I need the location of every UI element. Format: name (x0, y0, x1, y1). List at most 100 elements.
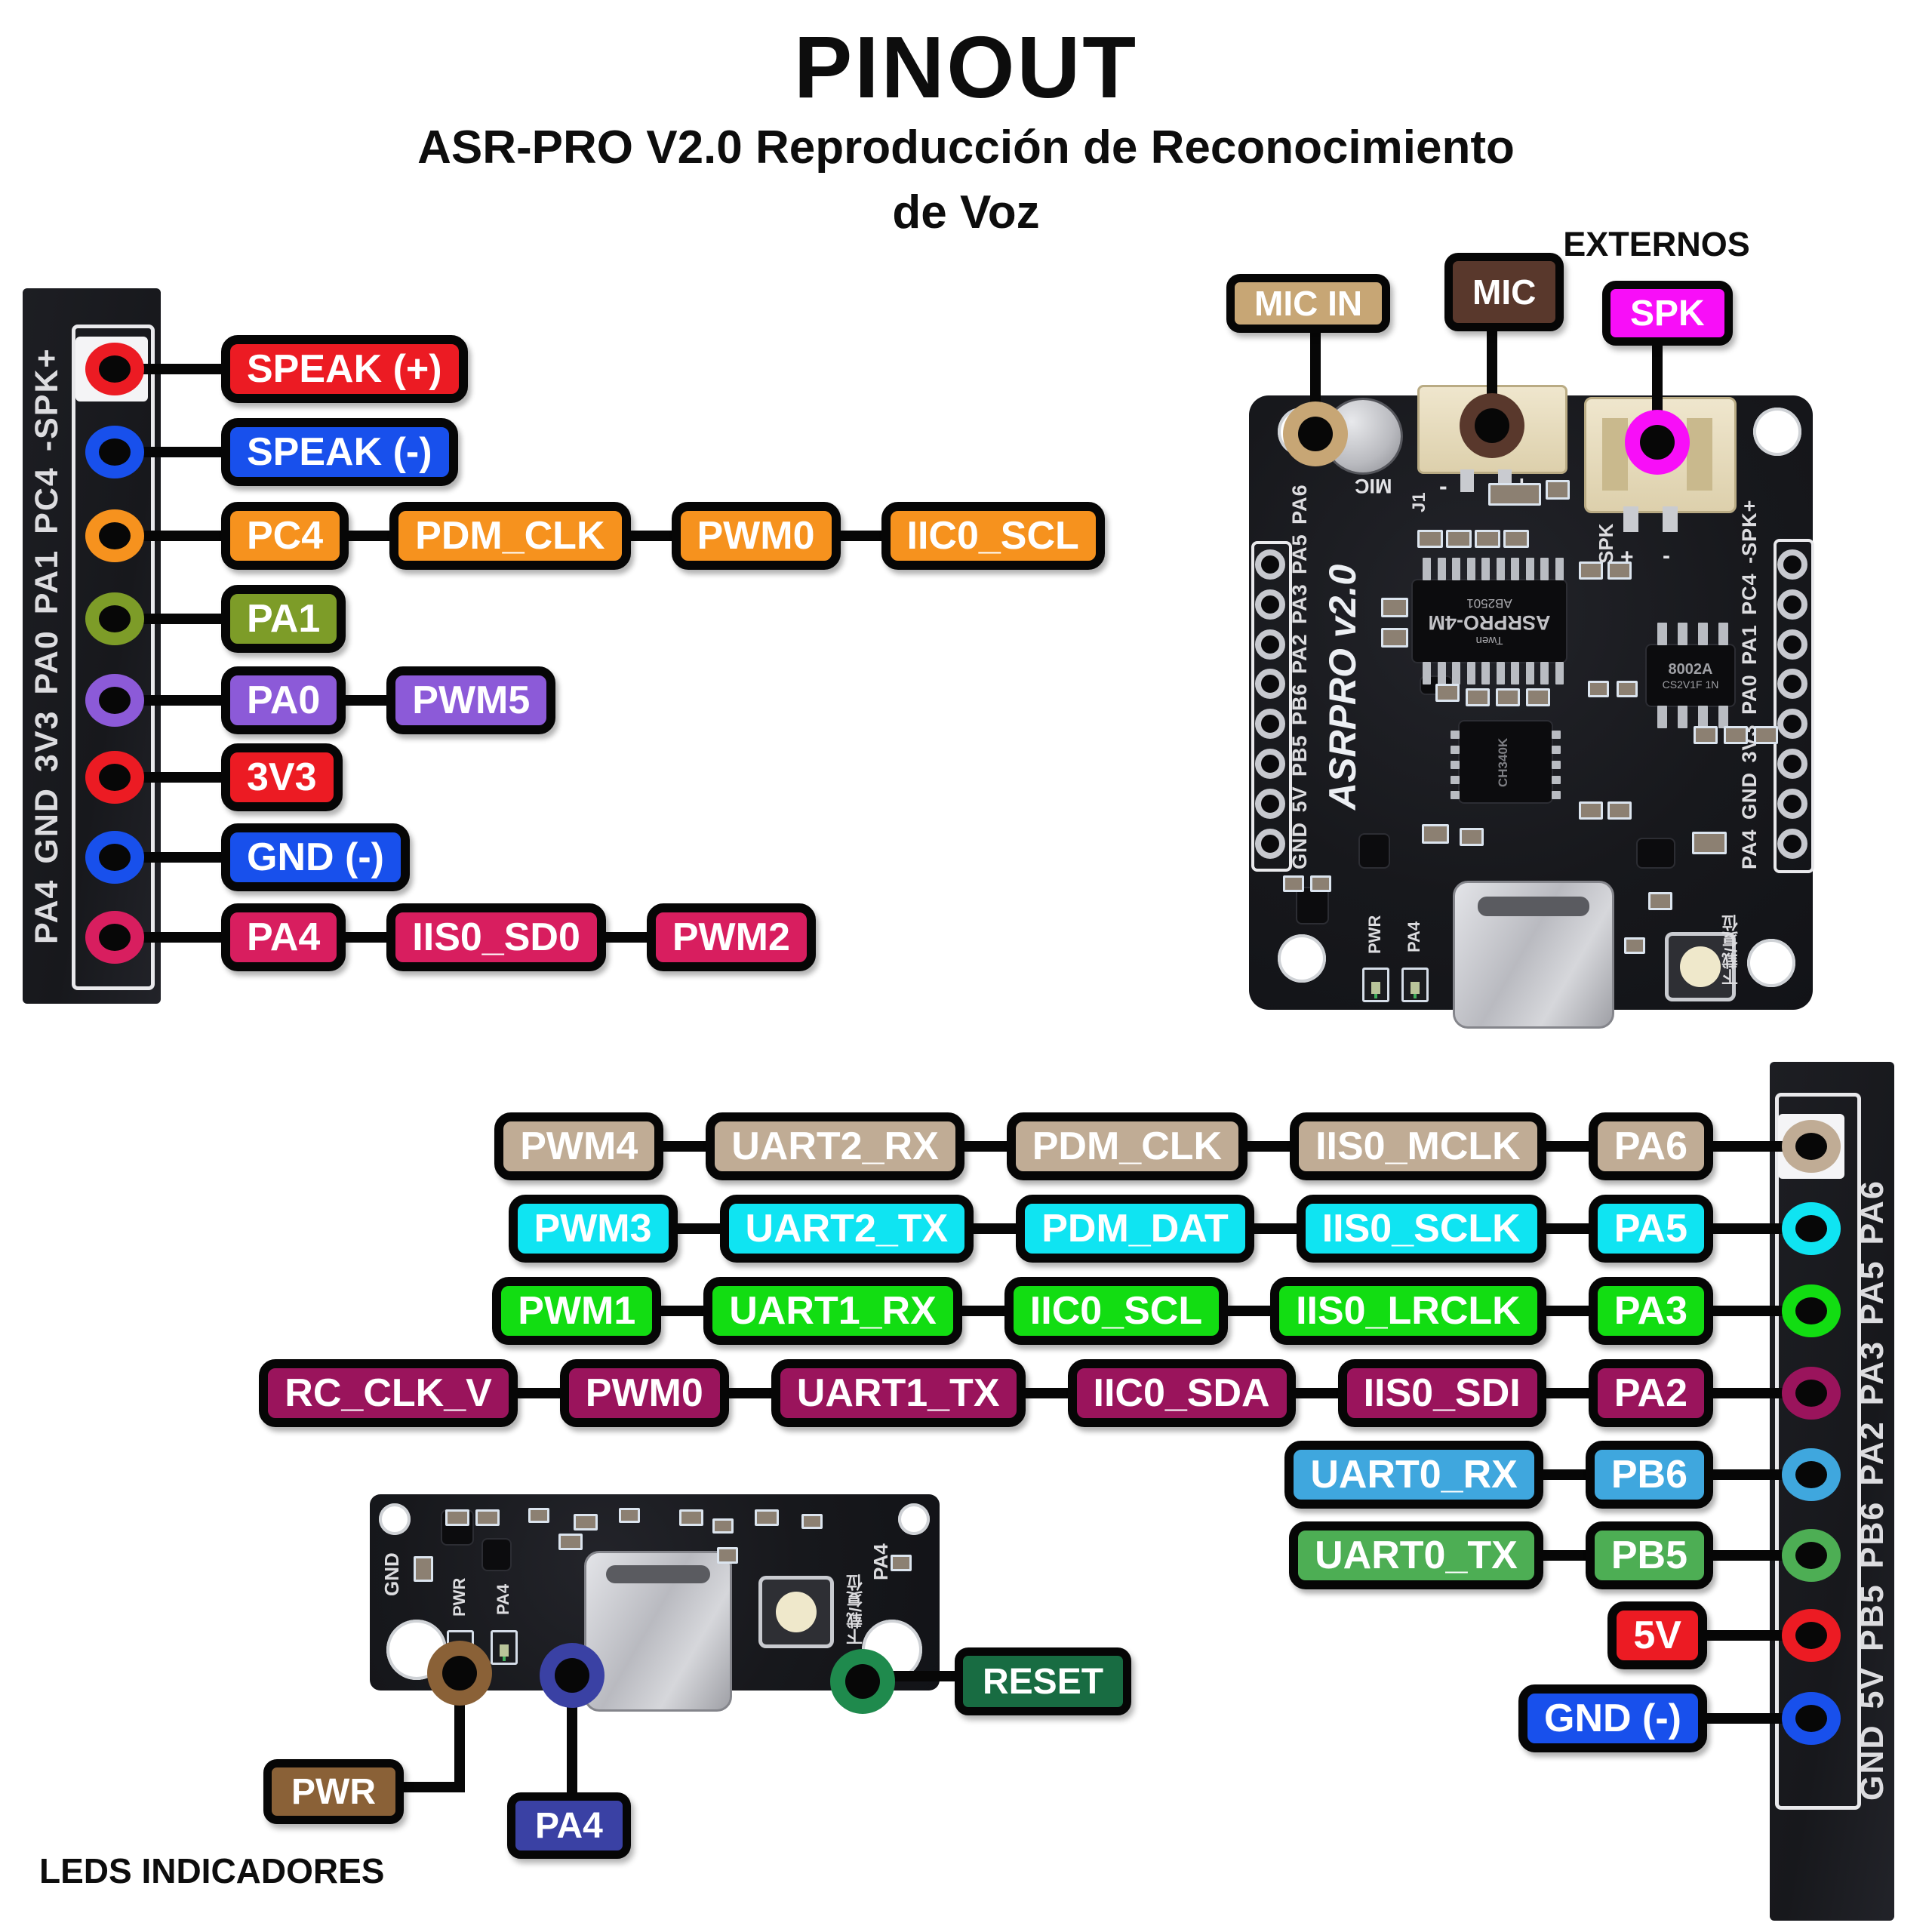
pin-label-PA1: PA1 (221, 585, 346, 653)
pin-label-PB5: PB5 (1585, 1521, 1713, 1589)
mic-silkscreen: MIC (1355, 475, 1392, 497)
left-header-row-6: 3V3 (115, 743, 343, 811)
board-left-pin-hole (1255, 549, 1285, 580)
chip-pin (1657, 706, 1667, 728)
connector-line (346, 695, 387, 706)
board-right-pin-hole (1777, 629, 1807, 660)
smd-component (1283, 875, 1304, 892)
connector-line (1546, 1388, 1589, 1398)
chip-pin (1698, 706, 1708, 728)
chip-pin (1678, 706, 1687, 728)
smd-component (1381, 628, 1408, 648)
smd-component (1579, 561, 1603, 580)
board-left-pin-hole (1255, 788, 1285, 819)
reset-point (830, 1649, 895, 1714)
pin-label-IIS0-SDI: IIS0_SDI (1337, 1359, 1546, 1427)
mic-in-label: MIC IN (1226, 274, 1391, 333)
pin-label-PWM1: PWM1 (492, 1277, 662, 1345)
chip-model-text: ASRPRO-4M (1428, 611, 1551, 634)
chip-pin (1678, 623, 1687, 645)
smd-component (528, 1508, 549, 1523)
pin-label-PWM3: PWM3 (508, 1195, 678, 1263)
connector-line (728, 1388, 771, 1398)
right-pin-1-dot (1782, 1120, 1841, 1173)
pin-label-UART0-TX: UART0_TX (1289, 1521, 1543, 1589)
smd-component (1496, 688, 1520, 706)
pin-label-IIC0-SDA: IIC0_SDA (1067, 1359, 1296, 1427)
reset-silkscreen: 下载/复位 (846, 1574, 865, 1646)
reset-button[interactable] (1665, 932, 1736, 1001)
pin-label-GND---: GND (-) (221, 823, 410, 891)
chip-pin (1552, 776, 1561, 784)
spk-point (1625, 410, 1690, 475)
connector-line (964, 1141, 1007, 1152)
abs: Twen ASRPRO-4M AB2501 (1413, 580, 1566, 662)
pa4-label: PA4 (507, 1792, 631, 1859)
board-left-pin-hole (1255, 669, 1285, 700)
pin-label-3V3: 3V3 (221, 743, 343, 811)
smd-component (414, 1556, 433, 1582)
spk-connector-slot (1602, 418, 1628, 491)
pa4-led-silkscreen: PA4 (494, 1583, 512, 1615)
mount-hole (1753, 408, 1801, 456)
chip-pin (1525, 662, 1534, 685)
spk-connector-slot (1687, 418, 1712, 491)
smd-component (1607, 801, 1632, 820)
right-pin-5-dot (1782, 1448, 1841, 1501)
chip-pin (1437, 662, 1446, 685)
pin-label-PB6: PB6 (1585, 1441, 1713, 1509)
chip-pin (1496, 558, 1505, 580)
smd-component (1310, 875, 1331, 892)
board-right-pin-hole (1777, 669, 1807, 700)
connector-line (961, 1306, 1004, 1316)
connector-line (677, 1223, 720, 1234)
chip-pin (1451, 776, 1460, 784)
chip-pin (1698, 623, 1708, 645)
chip-pin (1451, 731, 1460, 739)
left-header-row-1: SPEAK (+) (115, 335, 468, 403)
usb-chip-text: CH340K (1496, 737, 1510, 787)
amp-chip: 8002A CS2V1F 1N (1647, 645, 1734, 706)
mount-hole (898, 1503, 930, 1535)
smd-component (1724, 726, 1748, 744)
smd-component (1694, 726, 1718, 744)
spk-minus-silk: - (1663, 543, 1670, 568)
pin-label-PDM-CLK: PDM_CLK (389, 502, 631, 570)
reset-button[interactable] (758, 1576, 834, 1648)
mount-hole (1747, 939, 1795, 987)
chip-pin (1511, 558, 1519, 580)
chip-pin (1511, 662, 1519, 685)
chip-pin (1718, 623, 1728, 645)
connector-line (974, 1223, 1017, 1234)
connector-line (1228, 1306, 1271, 1316)
chip-pin (1525, 558, 1534, 580)
right-header-row-6: UART0_TX PB5 (1289, 1521, 1811, 1589)
smd-component (755, 1509, 779, 1526)
left-pin-4-dot (85, 592, 144, 645)
right-pin-2-dot (1782, 1202, 1841, 1255)
smd-component (801, 1514, 823, 1529)
board-right-silkscreen: PA4 GND 3V3 PA0 PA1 PC4 -SPK+ (1738, 499, 1761, 869)
usb-c-connector (584, 1551, 732, 1712)
small-ic (1638, 839, 1674, 867)
leds-indicadores-label: LEDS INDICADORES (39, 1851, 385, 1890)
pin-label-PWM2: PWM2 (646, 903, 816, 971)
chip-pin (1540, 662, 1549, 685)
mount-hole (379, 1503, 411, 1535)
mic-label: MIC (1444, 253, 1564, 331)
smd-component (1754, 726, 1778, 744)
smd-component (1422, 824, 1449, 844)
board-left-pin-hole (1255, 828, 1285, 859)
board-left-silkscreen: GND 5V PB5 PB6 PA2 PA3 PA5 PA6 (1288, 484, 1311, 869)
pin-label-IIS0-SCLK: IIS0_SCLK (1296, 1195, 1546, 1263)
chip-pin (1552, 761, 1561, 769)
smd-component (679, 1509, 703, 1526)
right-pin-4-dot (1782, 1367, 1841, 1420)
chip-brand-text: Twen (1475, 634, 1503, 647)
